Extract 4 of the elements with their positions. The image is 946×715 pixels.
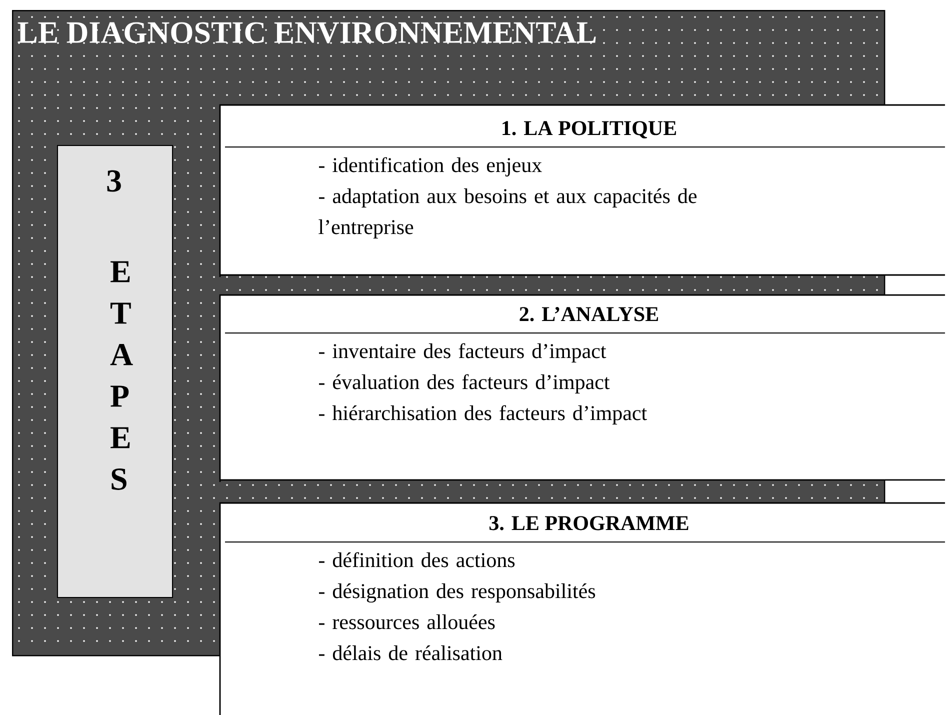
step-card: 2. L’ANALYSE - inventaire des facteurs d’impact - évaluation des facteurs d’impact - hiérarchisation des facteurs d’impact <box>219 294 946 482</box>
step-card: 1. LA POLITIQUE - identification des enjeux - adaptation aux besoins et aux capacités de l’entreprise <box>219 104 946 277</box>
step-card: 3. LE PROGRAMME - définition des actions - désignation des responsabilités - ressources allouées - délais de réalisation <box>219 502 946 715</box>
step-box: 3 E T A P E S <box>57 145 173 598</box>
